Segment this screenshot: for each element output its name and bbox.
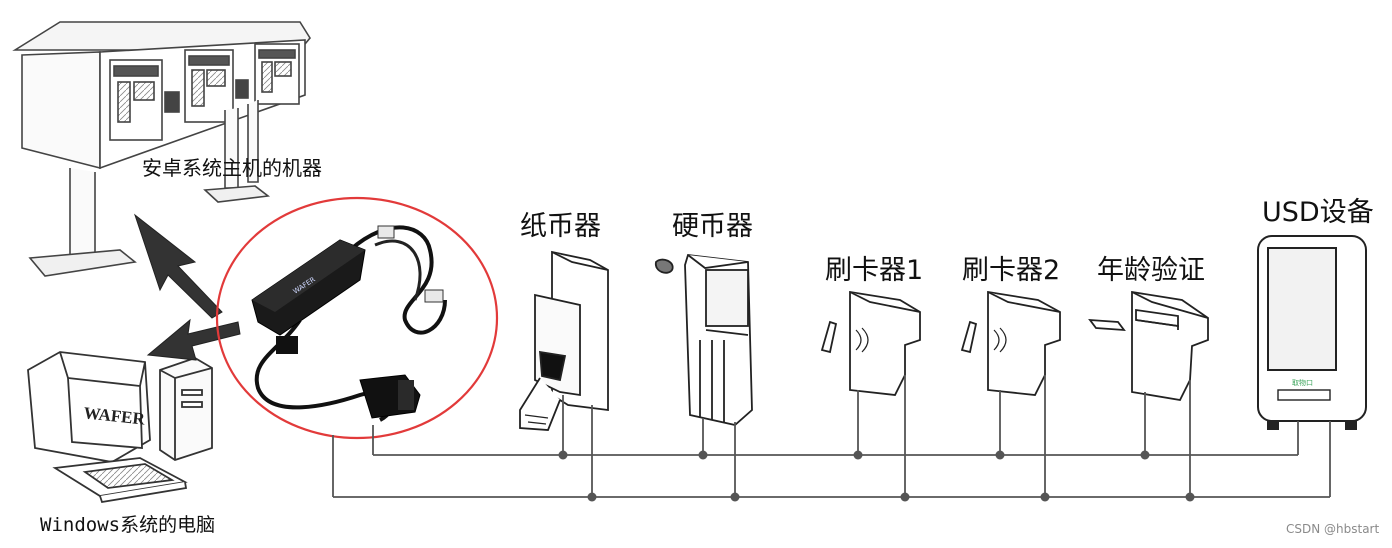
bill-acceptor-illustration	[519, 250, 609, 431]
age-verification-label: 年龄验证	[1097, 255, 1205, 286]
bus-junctions	[558, 450, 1195, 502]
card-reader-1-illustration	[820, 290, 921, 396]
computer-illustration	[27, 351, 213, 504]
age-verifier-illustration	[1088, 290, 1209, 401]
kiosk-machine-illustration	[12, 21, 311, 277]
arrow-to-kiosk	[134, 213, 223, 319]
card-reader-1-label: 刷卡器1	[825, 255, 924, 286]
bill-acceptor-label: 纸币器	[520, 211, 601, 242]
arrow-to-pc	[146, 318, 241, 361]
usd-device-illustration	[1257, 235, 1367, 430]
coin-acceptor-illustration	[655, 254, 753, 426]
card-reader-2-illustration	[960, 290, 1061, 396]
usd-device-label: USD设备	[1262, 197, 1374, 228]
card-reader-2-label: 刷卡器2	[962, 255, 1061, 286]
kiosk-label: 安卓系统主机的机器	[142, 156, 322, 180]
coin-acceptor-label: 硬币器	[672, 211, 753, 242]
adapter-highlight-ring	[215, 196, 499, 440]
watermark: CSDN @hbstart	[1286, 522, 1380, 536]
usb-adapter-illustration: WAFER	[251, 225, 447, 422]
pc-label: Windows系统的电脑	[40, 514, 216, 536]
usd-slot-text: 取物口	[1292, 378, 1313, 387]
